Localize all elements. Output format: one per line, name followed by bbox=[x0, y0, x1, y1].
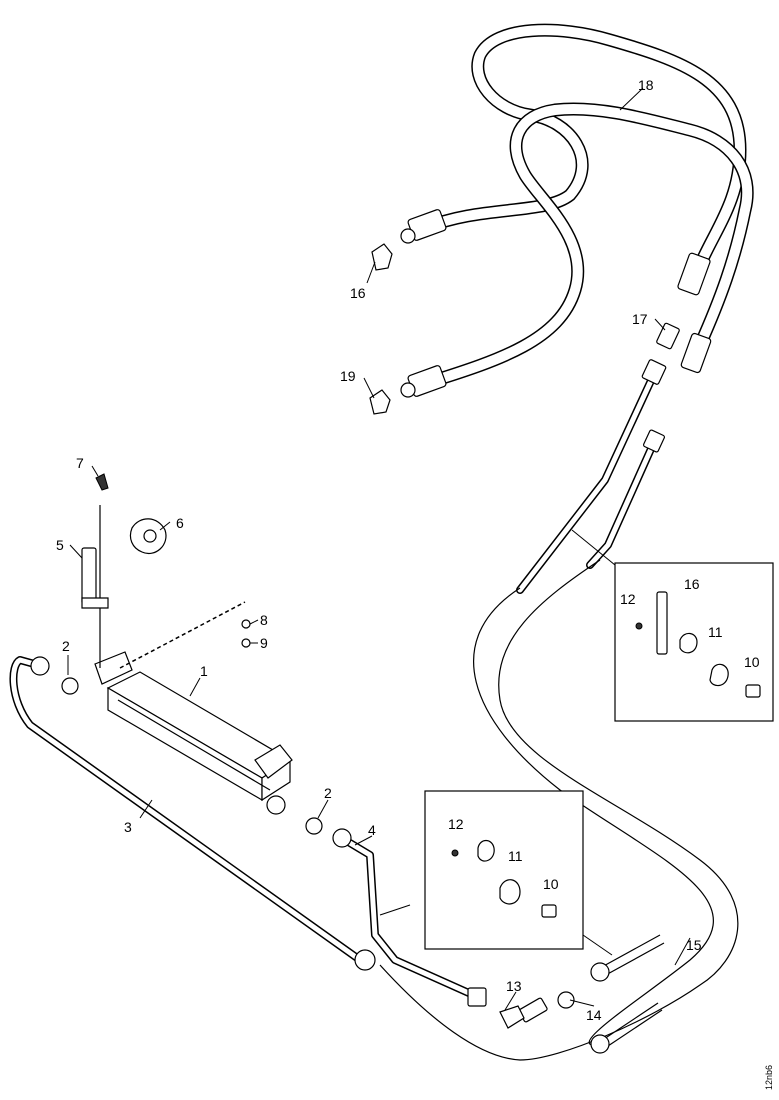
callout-8: 8 bbox=[260, 612, 268, 628]
drawing-code: 12nb6 bbox=[764, 1065, 774, 1090]
callout-12: 12 bbox=[620, 591, 636, 607]
callout-9: 9 bbox=[260, 635, 268, 651]
pipe-upper-right bbox=[516, 322, 680, 594]
bracket-assembly bbox=[81, 473, 251, 648]
pipe-3 bbox=[9, 656, 376, 971]
callout-16: 16 bbox=[684, 576, 700, 592]
cooler-1 bbox=[61, 505, 323, 835]
callout-13: 13 bbox=[506, 978, 522, 994]
callout-2: 2 bbox=[324, 785, 332, 801]
callout-10: 10 bbox=[744, 654, 760, 670]
callout-16: 16 bbox=[350, 285, 366, 301]
inset-detail-upper bbox=[571, 529, 774, 722]
callout-6: 6 bbox=[176, 515, 184, 531]
callout-4: 4 bbox=[368, 822, 376, 838]
callout-15: 15 bbox=[686, 937, 702, 953]
hose-assembly-18 bbox=[369, 23, 754, 415]
callout-19: 19 bbox=[340, 368, 356, 384]
callout-10: 10 bbox=[543, 876, 559, 892]
line-15 bbox=[379, 559, 739, 1061]
leader-lines bbox=[67, 87, 691, 1011]
callout-17: 17 bbox=[632, 311, 648, 327]
pipe-end-connectors bbox=[499, 934, 665, 1054]
callout-labels: 1 2 2 3 4 5 6 7 8 9 10 11 12 10 11 12 16… bbox=[56, 77, 774, 1090]
pipe-4 bbox=[332, 828, 487, 1007]
callout-5: 5 bbox=[56, 537, 64, 553]
callout-3: 3 bbox=[124, 819, 132, 835]
callout-11: 11 bbox=[708, 624, 723, 640]
callout-7: 7 bbox=[76, 455, 84, 471]
callout-18: 18 bbox=[638, 77, 654, 93]
callout-1: 1 bbox=[200, 663, 208, 679]
callout-2: 2 bbox=[62, 638, 70, 654]
callout-14: 14 bbox=[586, 1007, 602, 1023]
callout-11: 11 bbox=[508, 848, 523, 864]
callout-12: 12 bbox=[448, 816, 464, 832]
inset-detail-lower bbox=[379, 790, 613, 956]
